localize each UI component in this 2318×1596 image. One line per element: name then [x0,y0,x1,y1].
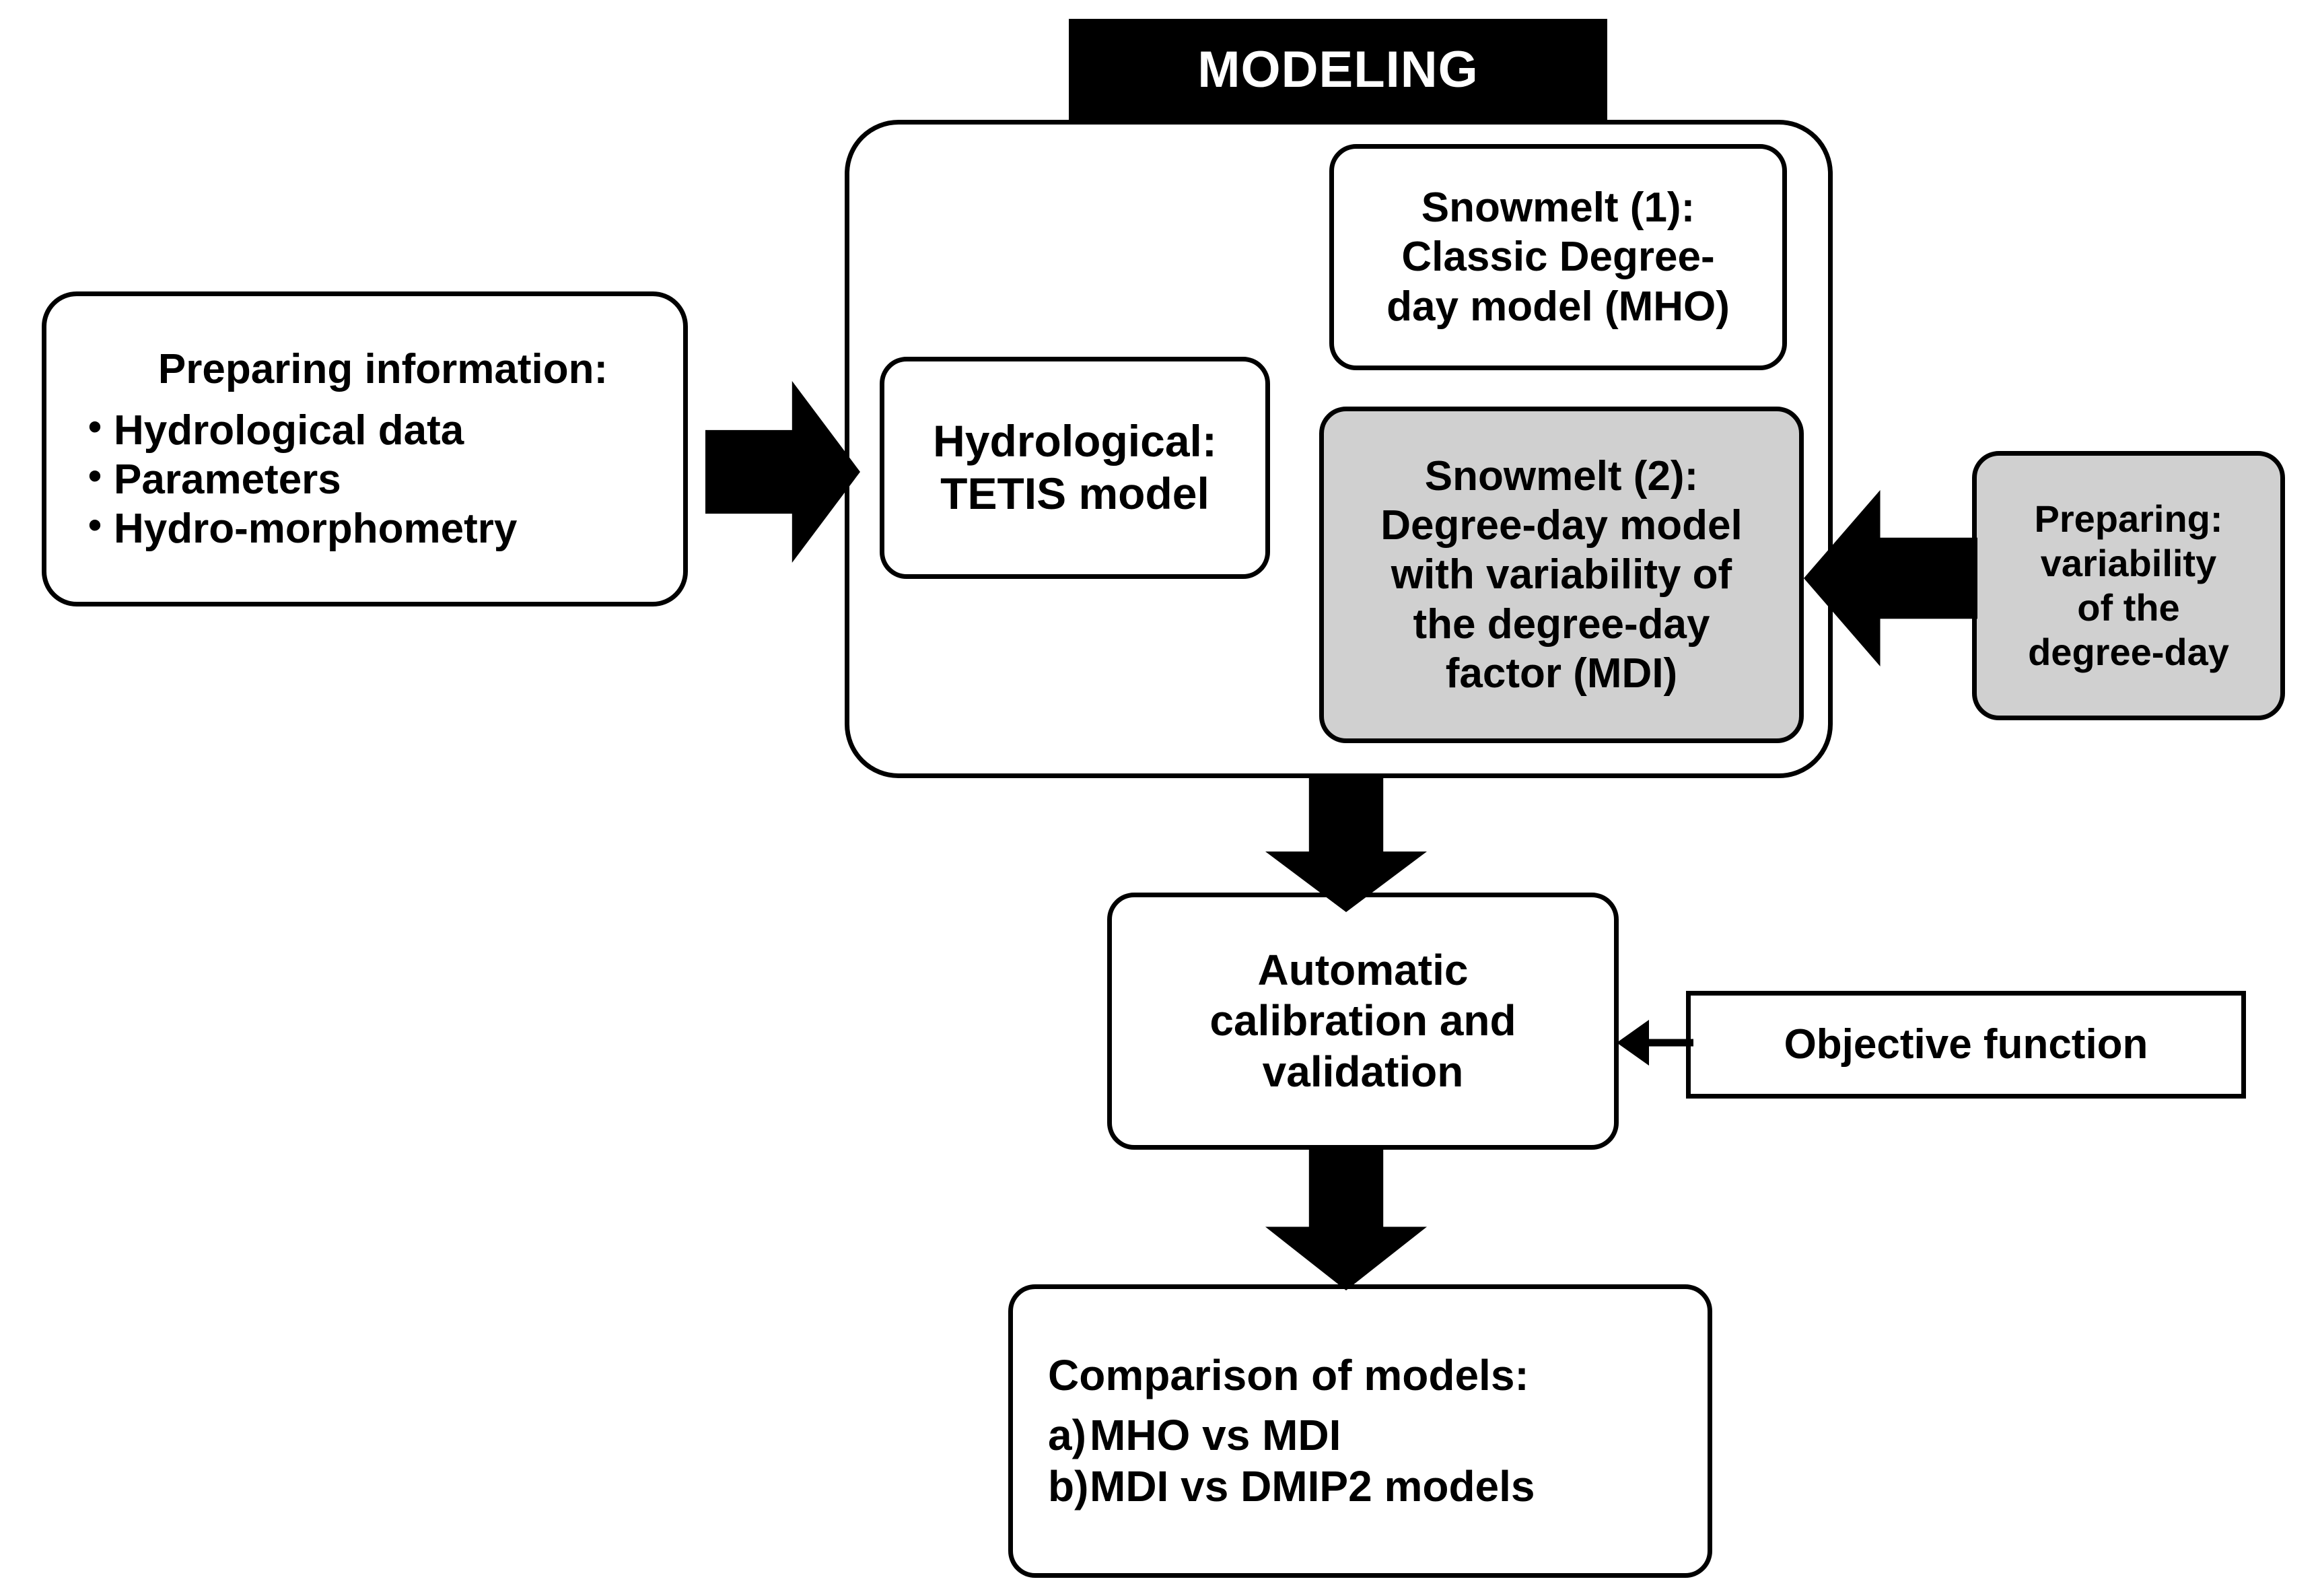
node-snowmelt-1-classic-degree-day[interactable]: Snowmelt (1): Classic Degree- day model … [1329,144,1787,370]
preparing-information-heading: Preparing information: [157,345,608,392]
snowmelt-1-line-3: day model (MHO) [1386,283,1730,330]
arrow-info-to-modeling-icon [705,381,860,563]
comparison-item-marker: a) [1048,1411,1086,1460]
hydrological-model-line-2: TETIS model [940,469,1209,518]
arrow-head [1617,1020,1649,1066]
calibration-line-2: calibration and [1209,996,1516,1045]
preparing-variability-line-2: variability [2040,541,2217,584]
list-item: Hydro-morphometry [83,503,517,553]
node-automatic-calibration-validation[interactable]: Automatic calibration and validation [1107,893,1619,1150]
calibration-line-3: validation [1262,1047,1464,1096]
comparison-heading: Comparison of models: [1048,1350,1529,1399]
arrow-modeling-to-calibration-icon [1265,777,1427,912]
arrow-calibration-to-comparison-icon [1265,1149,1427,1290]
comparison-item-text: MDI vs DMIP2 models [1090,1461,1535,1511]
snowmelt-2-line-3: with variability of [1391,551,1732,598]
preparing-variability-line-1: Preparing: [2034,497,2223,540]
preparing-variability-line-4: degree-day [2028,631,2229,674]
node-snowmelt-2-degree-day-variability[interactable]: Snowmelt (2): Degree-day model with vari… [1319,407,1804,743]
modeling-group-container [845,120,1833,778]
arrow-shaft [1646,1039,1693,1047]
list-item: a)MHO vs MDI [1048,1410,1708,1461]
snowmelt-2-line-2: Degree-day model [1380,502,1743,549]
hydrological-model-line-1: Hydrological: [933,416,1217,466]
calibration-line-1: Automatic [1257,945,1469,994]
node-preparing-information[interactable]: Preparing information: Hydrological data… [42,291,688,606]
arrow-objective-to-calibration-icon [1617,1017,1693,1068]
list-item: Hydrological data [83,405,517,455]
snowmelt-1-line-1: Snowmelt (1): [1421,184,1695,232]
node-preparing-variability-degree-day[interactable]: Preparing: variability of the degree-day [1972,451,2285,720]
snowmelt-2-line-1: Snowmelt (2): [1424,453,1699,500]
list-item: Parameters [83,454,517,504]
snowmelt-1-line-2: Classic Degree- [1401,234,1715,281]
snowmelt-2-line-5: factor (MDI) [1445,650,1678,697]
list-item: b)MDI vs DMIP2 models [1048,1461,1708,1513]
objective-function-label: Objective function [1784,1021,2148,1068]
comparison-item-text: MHO vs MDI [1090,1411,1341,1460]
node-objective-function[interactable]: Objective function [1686,991,2246,1099]
node-comparison-of-models[interactable]: Comparison of models: a)MHO vs MDI b)MDI… [1008,1284,1712,1578]
modeling-banner: MODELING [1069,19,1607,120]
node-hydrological-tetis-model[interactable]: Hydrological: TETIS model [880,357,1270,579]
preparing-variability-line-3: of the [2077,586,2180,629]
comparison-item-list: a)MHO vs MDI b)MDI vs DMIP2 models [1048,1410,1708,1512]
snowmelt-2-line-4: the degree-day [1413,600,1710,648]
comparison-item-marker: b) [1048,1461,1089,1511]
preparing-information-bullet-list: Hydrological data Parameters Hydro-morph… [83,405,517,553]
